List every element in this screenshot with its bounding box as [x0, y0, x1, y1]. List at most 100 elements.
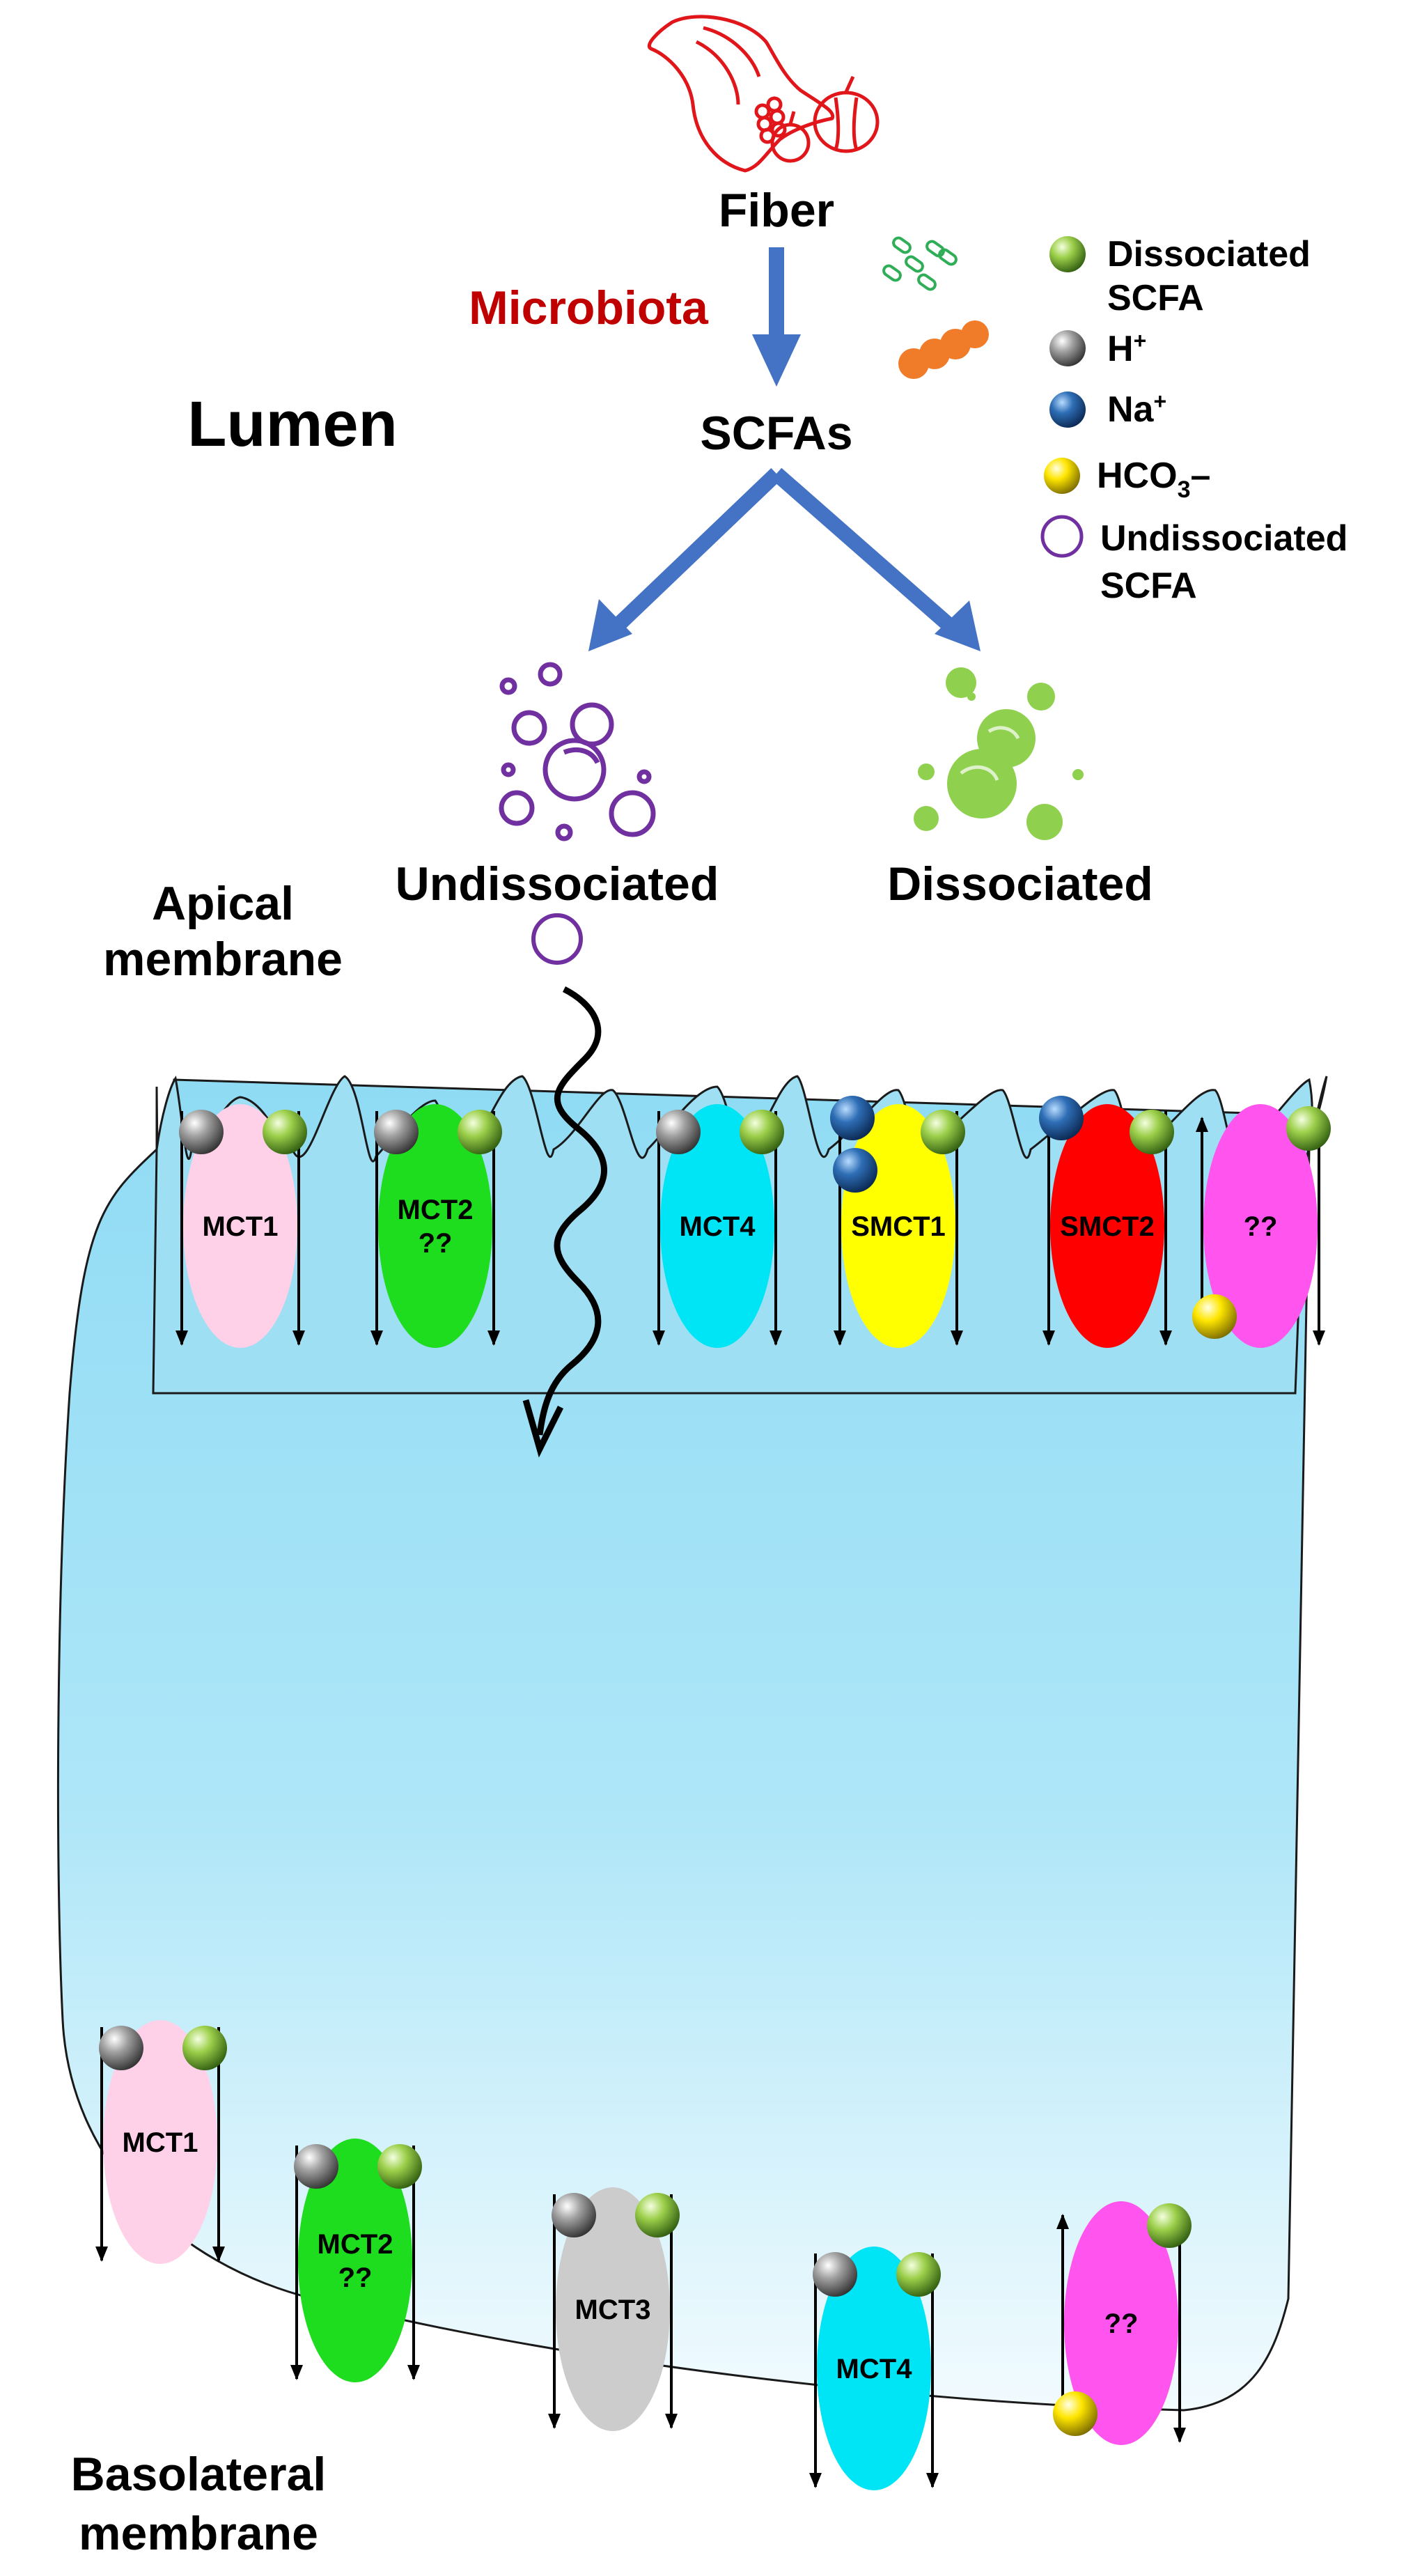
apical-transporter-body — [660, 1104, 774, 1348]
basolateral-transporter-0: MCT1 — [95, 2020, 227, 2264]
basolateral-label-line1: Basolateral — [71, 2448, 327, 2501]
basolateral-transporter-4: ?? — [1053, 2201, 1192, 2445]
basolateral-transporter-body — [103, 2020, 217, 2264]
basolateral-transporter-body — [298, 2139, 412, 2382]
apical-efflux-arrow-head — [1196, 1117, 1208, 1132]
basolateral-left-arrow-head — [809, 2473, 822, 2488]
apical-scfa-ball — [1130, 1110, 1174, 1154]
apical-left-arrow-head — [1042, 1330, 1055, 1346]
apical-label-line1: Apical — [152, 877, 294, 930]
basolateral-proton-ball — [294, 2144, 338, 2189]
basolateral-scfa-ball — [635, 2193, 680, 2237]
apical-right-arrow-head — [770, 1330, 782, 1346]
passive-diffusion-arrow — [536, 986, 607, 1436]
apical-sodium-ball — [1039, 1096, 1084, 1140]
apical-right-arrow-head — [951, 1330, 963, 1346]
basolateral-transporter-label: MCT3 — [575, 2295, 651, 2325]
undissociated-molecule — [531, 913, 583, 965]
dissociated-scfa-bubbles — [914, 667, 1084, 840]
apical-label-line2: membrane — [103, 933, 343, 986]
basolateral-transporter-body — [1064, 2201, 1178, 2445]
basolateral-scfa-ball — [896, 2252, 941, 2297]
basolateral-transporter-1: MCT2?? — [290, 2139, 422, 2382]
basolateral-scfa-ball — [377, 2144, 422, 2189]
apical-scfa-ball — [740, 1110, 784, 1154]
apical-transporter-1: MCT2?? — [370, 1104, 502, 1348]
apical-right-arrow-head — [487, 1330, 500, 1346]
legend-undissociated-line1: Undissociated — [1100, 518, 1348, 559]
apical-transporter-5: ?? — [1192, 1104, 1331, 1348]
legend-dissociated-ball — [1049, 236, 1086, 272]
microbiota-bacteria-icon — [882, 236, 989, 379]
apical-influx-arrow-head — [1313, 1330, 1325, 1346]
undissociated-scfa-bubbles — [499, 662, 656, 841]
basolateral-efflux-arrow-head — [1056, 2214, 1069, 2229]
apical-bicarbonate-ball — [1192, 1294, 1237, 1339]
apical-proton-ball — [374, 1110, 419, 1154]
apical-transporters: MCT1 MCT2?? MCT4 SMCT1 SMCT2?? — [175, 1096, 1331, 1348]
basolateral-left-arrow-head — [548, 2414, 561, 2429]
basolateral-transporter-2: MCT3 — [548, 2187, 680, 2431]
apical-transporter-label: MCT2?? — [398, 1195, 474, 1259]
basolateral-transporter-label: MCT4 — [836, 2354, 913, 2384]
basolateral-right-arrow-head — [407, 2365, 420, 2380]
basolateral-label-line2: membrane — [79, 2507, 318, 2560]
basolateral-right-arrow-head — [665, 2414, 678, 2429]
basolateral-transporter-label: ?? — [1104, 2309, 1139, 2339]
legend-proton-label: H+ — [1107, 328, 1146, 369]
apical-transporter-label: SMCT1 — [851, 1211, 946, 1242]
legend-dissociated-line2: SCFA — [1107, 278, 1204, 318]
fiber-cornucopia-icon — [648, 15, 880, 173]
apical-transporter-3: SMCT1 — [830, 1096, 965, 1348]
basolateral-proton-ball — [99, 2026, 143, 2070]
apical-transporter-body — [1050, 1104, 1164, 1348]
apical-right-arrow-head — [292, 1330, 305, 1346]
basolateral-left-arrow-head — [95, 2247, 108, 2262]
apical-transporter-body — [1203, 1104, 1318, 1348]
basolateral-transporter-3: MCT4 — [809, 2247, 941, 2490]
legend-undissociated-line2: SCFA — [1100, 566, 1197, 606]
basolateral-transporter-body — [817, 2247, 931, 2490]
basolateral-transporter-label: MCT1 — [123, 2127, 198, 2158]
apical-left-arrow-head — [370, 1330, 383, 1346]
pathway-arrows — [588, 247, 981, 651]
legend-dissociated-line1: Dissociated — [1107, 234, 1311, 274]
basolateral-right-arrow-head — [926, 2473, 939, 2488]
basolateral-scfa-ball — [182, 2026, 227, 2070]
basolateral-scfa-ball — [1147, 2203, 1192, 2248]
basolateral-transporter-label: MCT2?? — [318, 2229, 393, 2293]
apical-transporter-label: SMCT2 — [1060, 1211, 1155, 1242]
basolateral-left-arrow-head — [290, 2365, 303, 2380]
apical-sodium-ball — [833, 1148, 877, 1193]
apical-scfa-ball — [263, 1110, 307, 1154]
lumen-label: Lumen — [187, 389, 398, 460]
scfas-label: SCFAs — [700, 407, 852, 460]
apical-proton-ball — [656, 1110, 701, 1154]
legend-undissociated-ring — [1040, 515, 1084, 558]
apical-right-arrow-head — [1159, 1330, 1172, 1346]
dissociated-label: Dissociated — [887, 858, 1153, 910]
apical-transporter-label: MCT4 — [680, 1211, 756, 1242]
legend-bicarbonate-label: HCO3– — [1097, 456, 1210, 503]
apical-transporter-body — [378, 1104, 492, 1348]
apical-transporter-0: MCT1 — [175, 1104, 307, 1348]
apical-proton-ball — [179, 1110, 224, 1154]
legend-proton-ball — [1049, 330, 1086, 366]
basolateral-transporter-body — [556, 2187, 670, 2431]
legend-bicarbonate-ball — [1044, 458, 1080, 494]
apical-scfa-ball — [458, 1110, 502, 1154]
microbiota-label: Microbiota — [469, 281, 709, 334]
fiber-label: Fiber — [719, 184, 834, 237]
basolateral-right-arrow-head — [212, 2247, 225, 2262]
legend: Dissociated SCFA H+ Na+ HCO3– Undissocia… — [1040, 234, 1348, 606]
apical-scfa-ball — [921, 1110, 965, 1154]
legend-sodium-label: Na+ — [1107, 389, 1166, 430]
apical-transporter-label: ?? — [1244, 1211, 1278, 1242]
passive-diffusion-arrowhead — [522, 1399, 564, 1458]
apical-transporter-4: SMCT2 — [1039, 1096, 1174, 1348]
apical-sodium-ball — [830, 1096, 875, 1140]
legend-sodium-ball — [1049, 391, 1086, 428]
